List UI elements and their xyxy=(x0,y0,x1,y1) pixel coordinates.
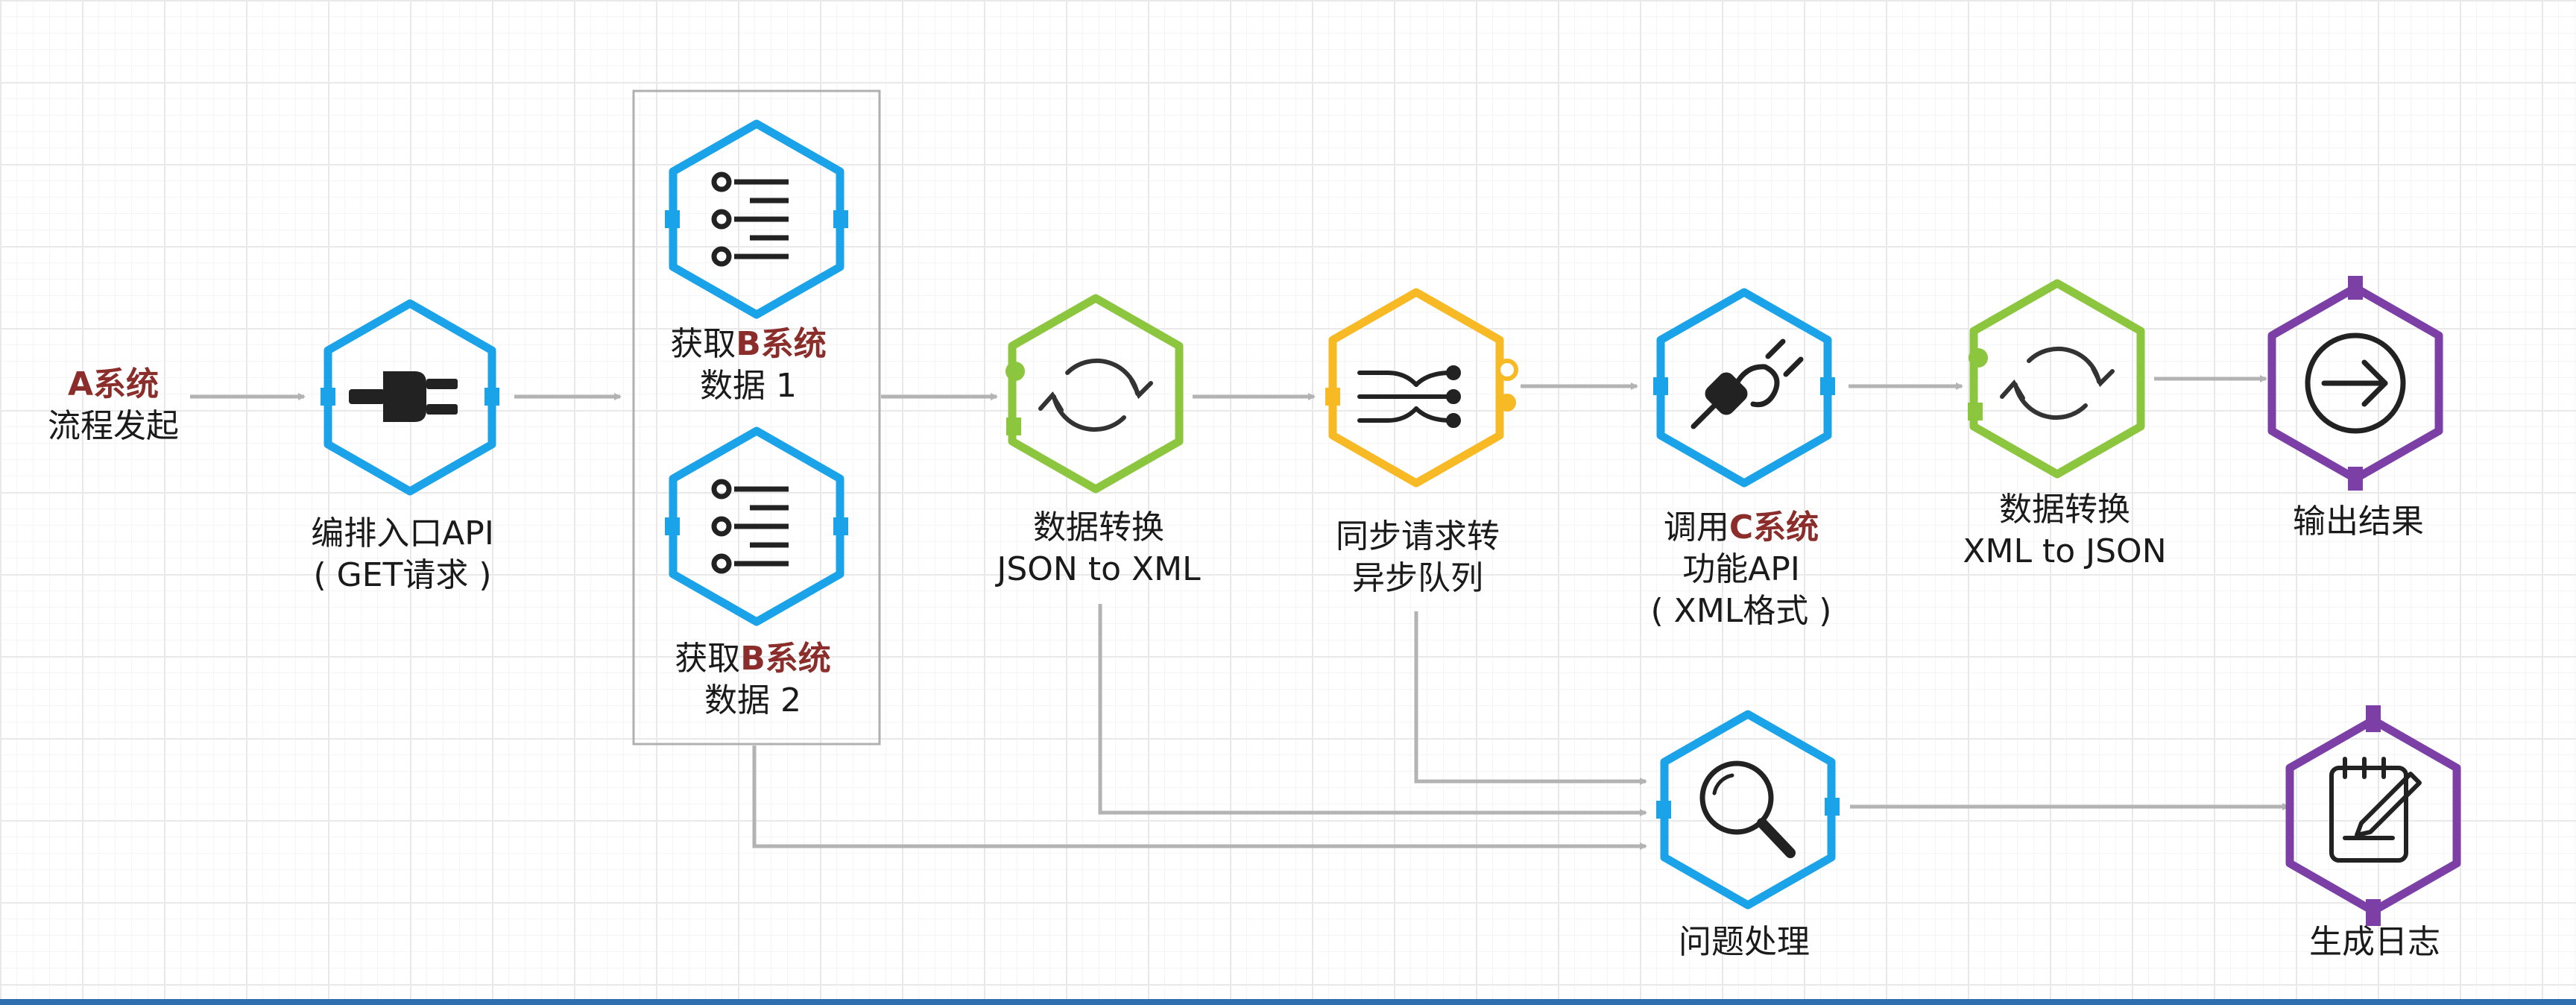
connector-icon xyxy=(1690,338,1804,429)
node-get-b-1[interactable] xyxy=(665,119,848,319)
call-c-label: 调用C系统 功能API ( XML格式 ) xyxy=(1650,508,1832,630)
node-get-b-2[interactable] xyxy=(665,426,848,626)
node-transform-2[interactable] xyxy=(1968,279,2145,479)
get-b-2-label: 获取B系统 数据 2 xyxy=(675,640,831,719)
output-label: 输出结果 xyxy=(2293,502,2424,541)
plug-icon xyxy=(349,371,458,422)
start-label: A系统 流程发起 xyxy=(48,365,179,445)
sync-icon xyxy=(2000,346,2115,420)
entry-api-label: 编排入口API ( GET请求 ) xyxy=(311,514,494,594)
issue-handling-label: 问题处理 xyxy=(1679,923,1810,961)
arrow-async-to-issue xyxy=(1414,611,1647,785)
bottom-bar xyxy=(0,999,2576,1005)
arrow-right-circle-icon xyxy=(2305,333,2406,434)
flow-split-icon xyxy=(1357,365,1461,428)
node-gen-log[interactable] xyxy=(2285,705,2461,926)
node-entry-api[interactable] xyxy=(321,299,499,496)
notepad-pen-icon xyxy=(2329,757,2422,863)
async-queue-label: 同步请求转 异步队列 xyxy=(1336,517,1500,597)
node-transform-1[interactable] xyxy=(1006,294,1184,494)
arrow-transform1-to-issue xyxy=(1098,604,1647,816)
gen-log-label: 生成日志 xyxy=(2309,923,2440,961)
sync-icon xyxy=(1038,358,1153,432)
node-async-queue[interactable] xyxy=(1325,288,1518,488)
get-b-1-label: 获取B系统 数据 1 xyxy=(670,325,827,405)
list-icon xyxy=(711,171,789,267)
transform-2-label: 数据转换 XML to JSON xyxy=(1963,491,2167,570)
node-output[interactable] xyxy=(2267,276,2443,491)
magnifier-icon xyxy=(1699,760,1796,858)
parallel-group-box xyxy=(632,89,881,746)
node-call-c[interactable] xyxy=(1653,288,1835,488)
list-icon xyxy=(711,479,789,574)
node-issue-handling[interactable] xyxy=(1656,710,1840,910)
transform-1-label: 数据转换 JSON to XML xyxy=(997,508,1201,588)
arrow-b2-to-issue xyxy=(752,746,1647,850)
